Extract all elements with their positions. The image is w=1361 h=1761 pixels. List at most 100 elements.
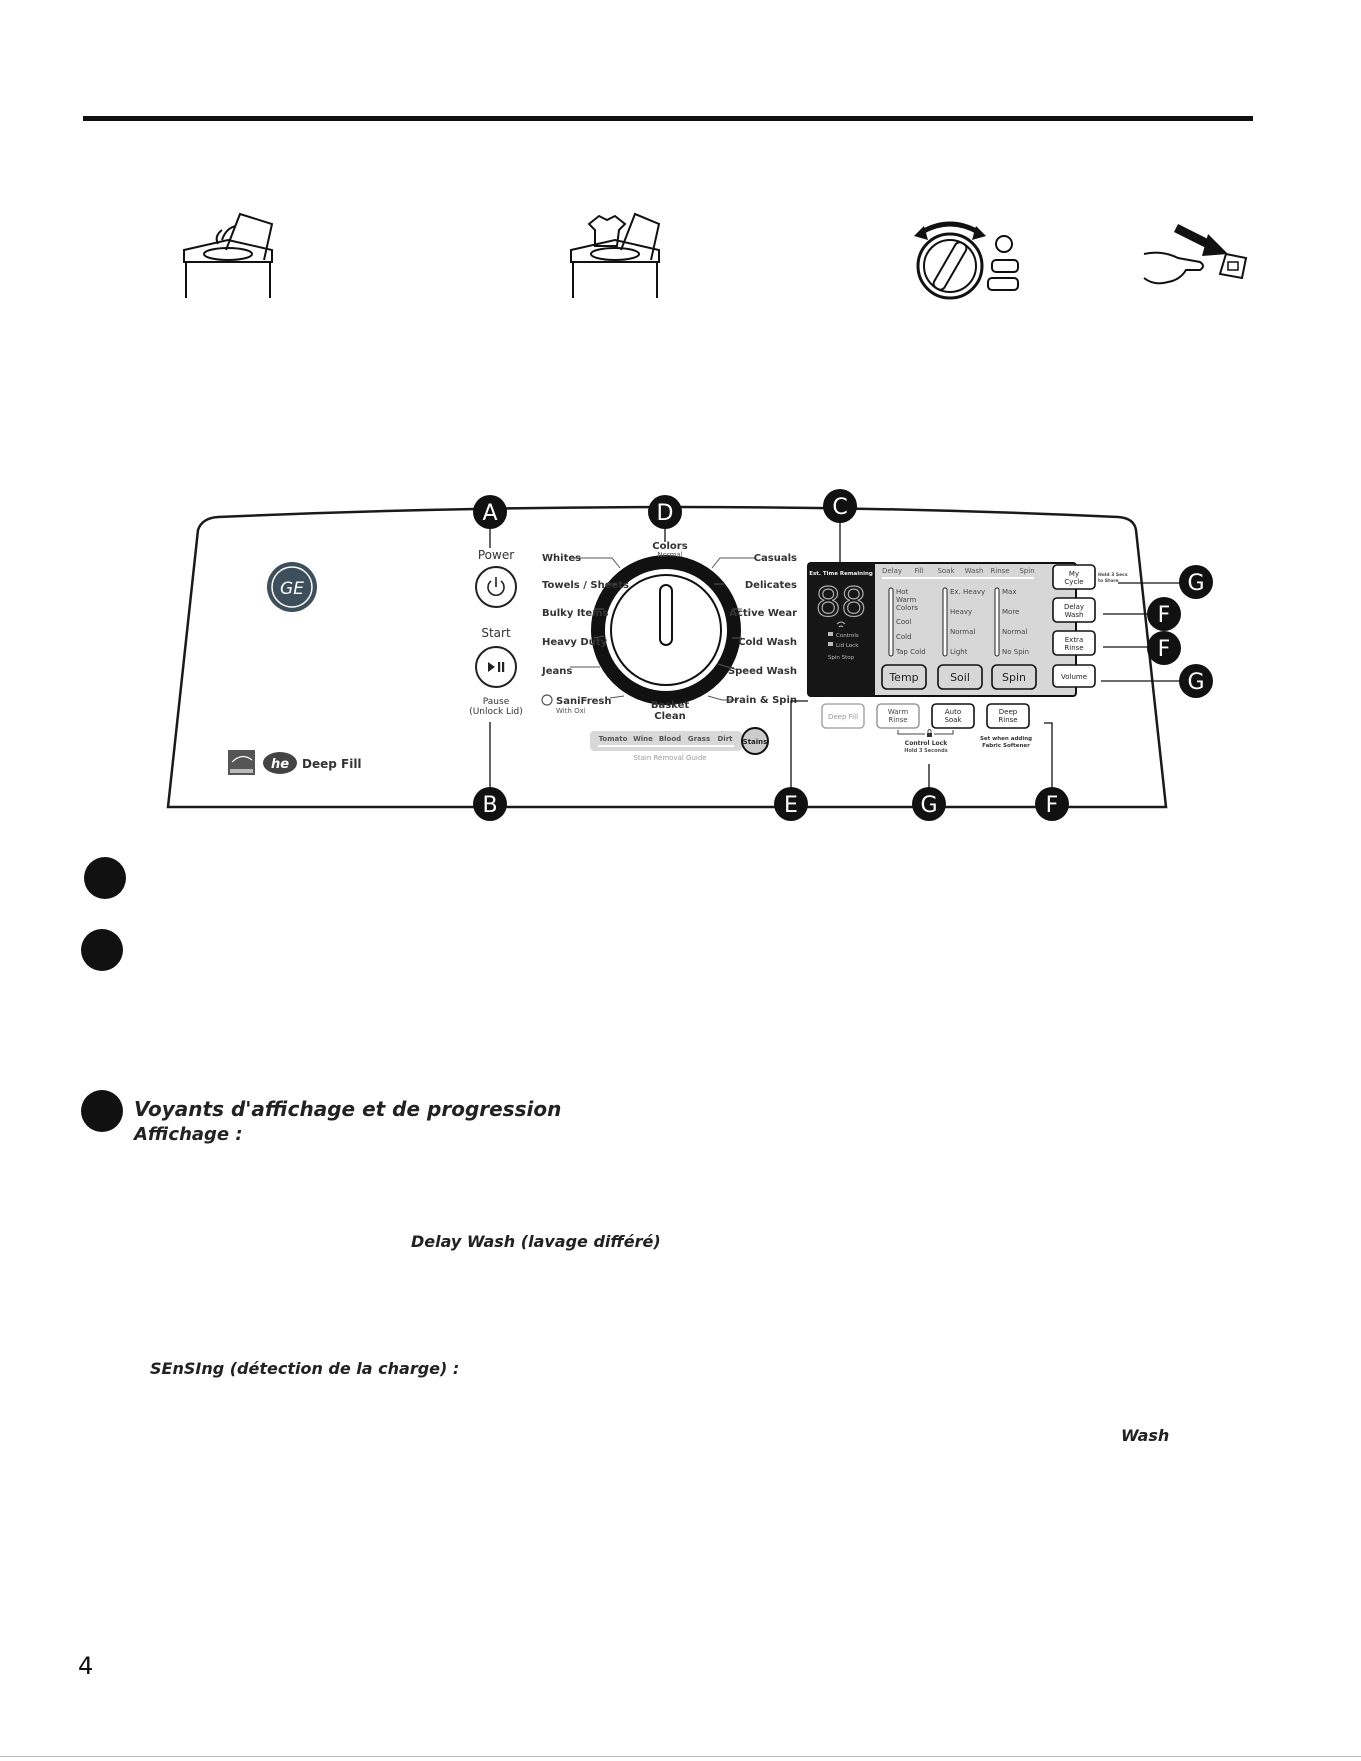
cycle-speed-wash[interactable]: Speed Wash	[728, 666, 797, 677]
control-lock-icon	[927, 729, 932, 737]
stain-grass[interactable]: Grass	[688, 735, 710, 743]
stain-dirt[interactable]: Dirt	[717, 735, 733, 743]
callout-g-right-2: G	[1187, 670, 1204, 695]
power-button[interactable]	[475, 566, 517, 608]
cycle-sanifresh[interactable]: SaniFresh With Oxi	[541, 694, 611, 715]
callout-c: C	[832, 495, 847, 520]
warm-rinse-button[interactable]: Warm Rinse	[876, 703, 920, 729]
spin-normal: Normal	[1002, 628, 1027, 636]
pause-label: Pause	[483, 697, 510, 707]
spin-button[interactable]: Spin	[991, 664, 1037, 690]
extra-rinse-label-2: Rinse	[1064, 644, 1083, 652]
temp-hot: Hot	[896, 588, 909, 596]
soil-button-label: Soil	[950, 671, 970, 684]
control-lock-sub: Hold 3 Seconds	[904, 748, 947, 754]
delay-wash-label-1: Delay	[1064, 603, 1084, 611]
my-cycle-note-2: to Store	[1098, 578, 1119, 584]
spin-more: More	[1002, 608, 1019, 616]
auto-soak-button[interactable]: Auto Soak	[931, 703, 975, 729]
cycle-casuals[interactable]: Casuals	[754, 553, 797, 564]
lid-lock-indicator: Lid Lock	[836, 643, 859, 649]
power-icon	[487, 577, 505, 596]
cycle-delicates[interactable]: Delicates	[745, 580, 797, 591]
auto-soak-label-2: Soak	[944, 716, 962, 724]
cycle-active-wear[interactable]: Active Wear	[729, 608, 797, 619]
section-c-title: Voyants d'affichage et de progression	[134, 1097, 562, 1121]
lid-lock-icon	[828, 642, 833, 646]
cycle-heavy-duty[interactable]: Heavy Duty	[542, 637, 608, 648]
wifi-icon	[836, 621, 846, 628]
stain-wine[interactable]: Wine	[633, 735, 653, 743]
callout-d: D	[657, 501, 674, 526]
page-number: 4	[78, 1652, 94, 1680]
top-rule	[83, 116, 1253, 121]
cycle-drain-spin[interactable]: Drain & Spin	[726, 695, 797, 706]
callout-circles: A D C B E G F G F F G	[473, 489, 1213, 821]
spin-button-label: Spin	[1002, 671, 1026, 684]
cycle-towels-sheets[interactable]: Towels / Sheets	[542, 580, 629, 591]
stain-removal-guide: Tomato Wine Blood Grass Dirt	[590, 731, 742, 751]
stain-tomato[interactable]: Tomato	[599, 735, 628, 743]
soil-heavy: Heavy	[950, 608, 972, 616]
bottom-rule	[0, 1756, 1361, 1757]
progress-delay: Delay	[882, 567, 902, 575]
my-cycle-note-1: Hold 3 Secs	[1098, 572, 1128, 578]
deep-fill-button[interactable]: Deep Fill	[821, 703, 865, 729]
stains-button[interactable]: Stains	[741, 727, 769, 755]
delay-wash-label-2: Wash	[1065, 611, 1084, 619]
progress-wash: Wash	[965, 567, 984, 575]
cycle-whites[interactable]: Whites	[542, 553, 581, 564]
deep-rinse-button[interactable]: Deep Rinse	[986, 703, 1030, 729]
temp-button[interactable]: Temp	[881, 664, 927, 690]
auto-soak-label-1: Auto	[945, 708, 961, 716]
cycle-basket-clean-1[interactable]: Basket	[651, 700, 689, 711]
progress-fill: Fill	[914, 567, 923, 575]
he-logo: he	[263, 752, 297, 774]
callout-leaders	[489, 522, 1180, 788]
soil-level-bar	[942, 587, 948, 657]
temp-button-label: Temp	[888, 671, 918, 684]
energy-star-badge	[228, 750, 255, 775]
section-c-bullet	[81, 1090, 123, 1132]
stain-guide-label: Stain Removal Guide	[633, 754, 706, 762]
time-digits: 88	[816, 580, 867, 626]
deep-rinse-label-2: Rinse	[998, 716, 1017, 724]
spin-max: Max	[1002, 588, 1016, 596]
stains-label: Stains	[743, 738, 768, 746]
sanifresh-label: SaniFresh	[556, 696, 611, 707]
soil-light: Light	[950, 648, 968, 656]
select-cycle-dial-icon	[914, 221, 1019, 300]
spin-level-bar	[994, 587, 1000, 657]
progress-soak: Soak	[937, 567, 955, 575]
cycle-colors-sub: Normal	[657, 551, 682, 559]
stain-blood[interactable]: Blood	[659, 735, 681, 743]
extra-rinse-label-1: Extra	[1065, 636, 1083, 644]
dial-pointer	[659, 584, 673, 646]
temp-warm: Warm	[896, 596, 917, 604]
soil-ex-heavy: Ex. Heavy	[950, 588, 985, 596]
fabric-note-2: Fabric Softener	[982, 743, 1030, 749]
my-cycle-button[interactable]: My Cycle	[1052, 564, 1096, 590]
cycle-selector-dial[interactable]	[591, 555, 741, 705]
volume-button[interactable]: Volume	[1052, 664, 1096, 688]
cycle-colors[interactable]: Colors	[652, 541, 687, 552]
cycle-bulky-items[interactable]: Bulky Items	[542, 608, 609, 619]
callout-g-bottom: G	[920, 793, 937, 818]
deep-fill-label: Deep Fill	[828, 713, 858, 721]
start-pause-button[interactable]	[475, 646, 517, 688]
cycle-basket-clean-2: Clean	[654, 711, 685, 722]
callout-f-bottom: F	[1046, 793, 1059, 818]
delay-wash-button[interactable]: Delay Wash	[1052, 597, 1096, 623]
extra-rinse-button[interactable]: Extra Rinse	[1052, 630, 1096, 656]
callout-a: A	[482, 501, 497, 526]
soil-button[interactable]: Soil	[937, 664, 983, 690]
volume-label: Volume	[1061, 673, 1087, 681]
deep-rinse-label-1: Deep	[999, 708, 1018, 716]
deepfill-logo: Deep Fill	[302, 757, 362, 771]
cycle-cold-wash[interactable]: Cold Wash	[738, 637, 797, 648]
press-start-hand-icon	[1143, 223, 1248, 285]
my-cycle-label-2: Cycle	[1064, 578, 1083, 586]
controls-indicator: Controls	[836, 633, 859, 639]
cycle-jeans[interactable]: Jeans	[541, 666, 572, 677]
play-pause-icon	[488, 662, 505, 672]
